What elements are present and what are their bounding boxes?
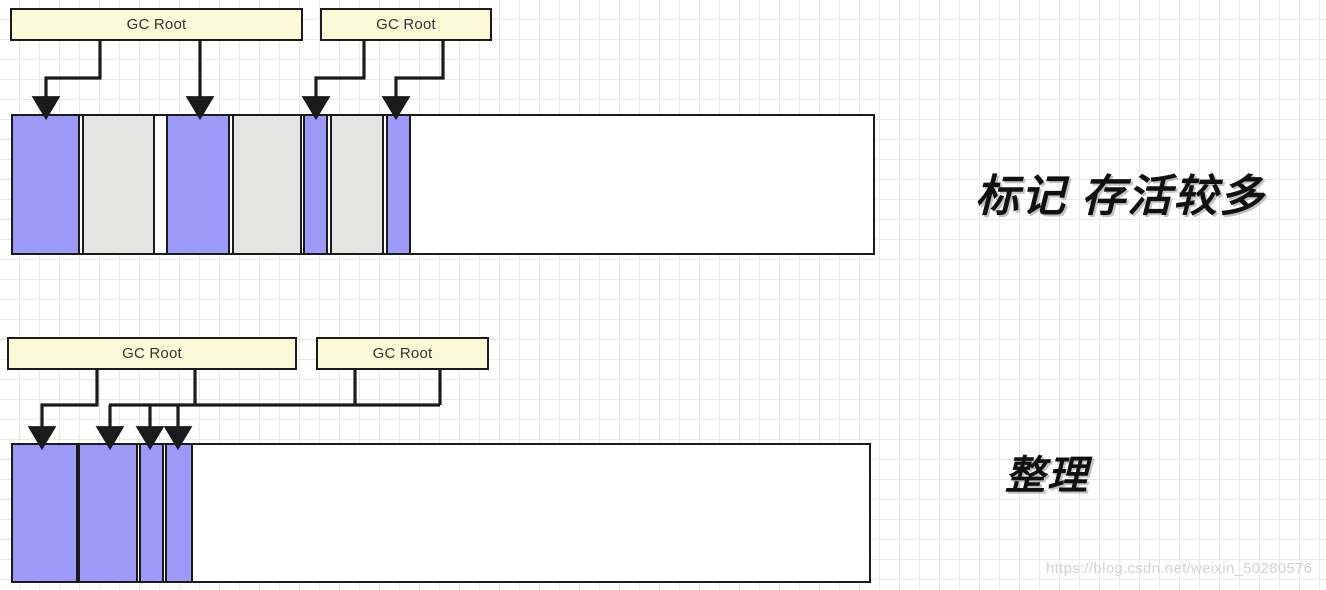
gc-root-box: GC Root [320, 8, 492, 41]
memory-block-dead [232, 114, 302, 255]
gc-root-label: GC Root [372, 345, 433, 362]
memory-block-live [303, 114, 328, 255]
gc-root-label: GC Root [122, 345, 182, 362]
gc-root-label: GC Root [126, 16, 187, 33]
watermark-text: https://blog.csdn.net/weixin_50280576 [1046, 560, 1313, 577]
gc-root-box: GC Root [10, 8, 303, 41]
memory-block-live [166, 114, 230, 255]
arrow-gcroot3-block1 [27, 370, 99, 451]
memory-block-live [11, 114, 80, 255]
memory-block-live [11, 443, 78, 583]
memory-block-live [386, 114, 411, 255]
gc-root-box: GC Root [7, 337, 297, 370]
arrow-gcroot2-block7 [381, 41, 445, 121]
gc-root-label: GC Root [376, 16, 436, 33]
phase-label-compact: 整理 [1005, 454, 1089, 498]
memory-block-dead [330, 114, 384, 255]
phase-label-mark: 标记 存活较多 [975, 172, 1266, 221]
memory-block-dead [82, 114, 155, 255]
heap-region-marked [11, 114, 875, 255]
arrow-gcroot1-block1 [31, 41, 102, 121]
memory-block-live [165, 443, 193, 583]
gc-root-box: GC Root [316, 337, 489, 370]
arrow-gcroot2-block5 [301, 41, 366, 121]
memory-block-live [78, 443, 138, 583]
memory-block-live [139, 443, 164, 583]
